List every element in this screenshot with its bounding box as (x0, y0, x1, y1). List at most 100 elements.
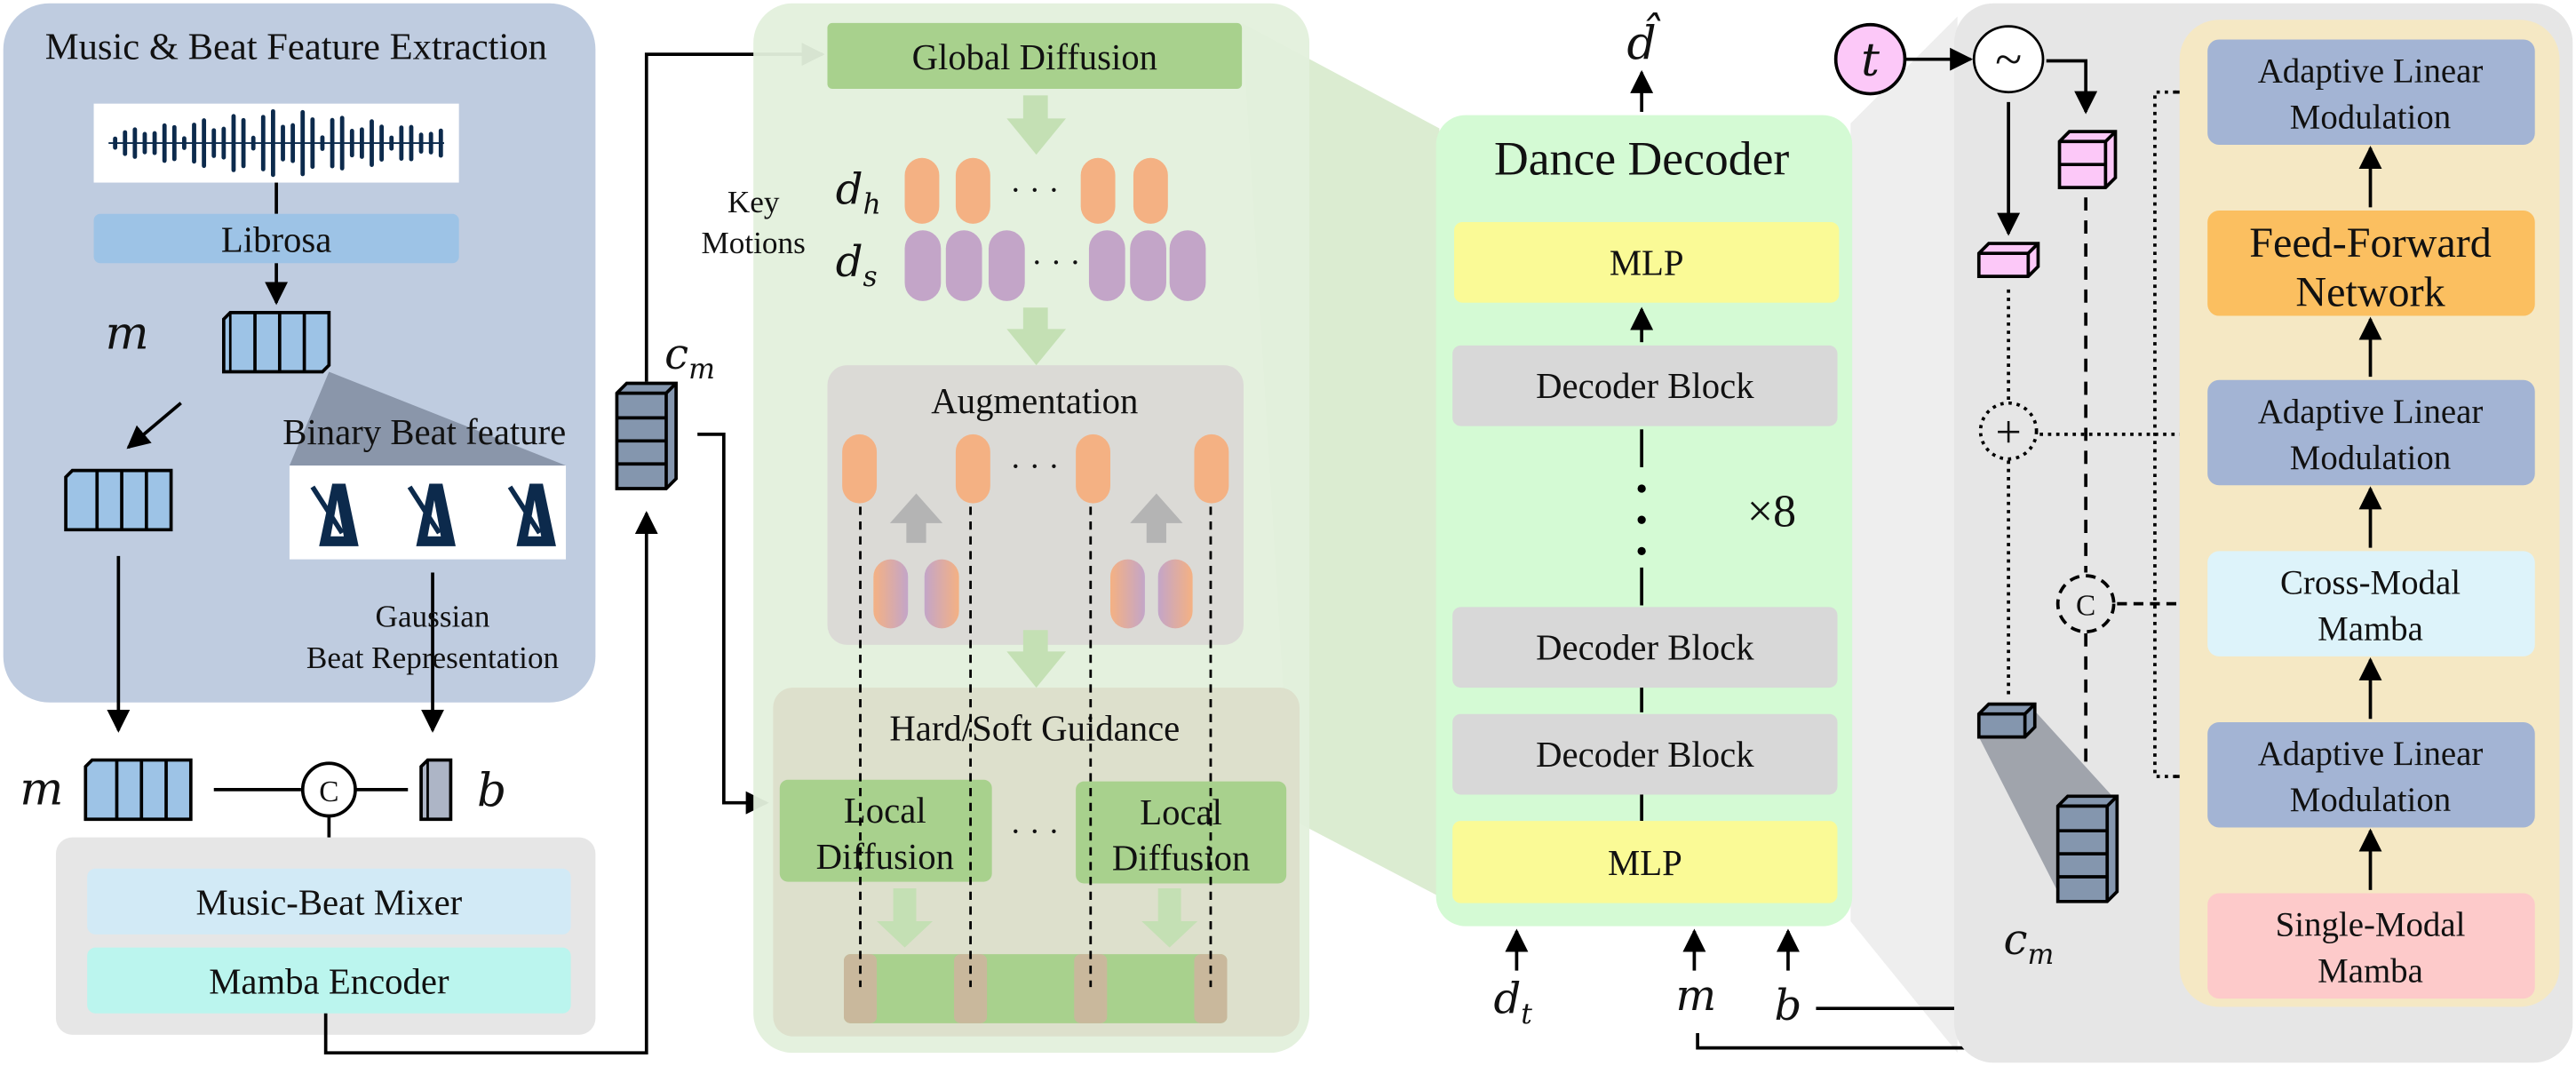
waveform-bar (399, 125, 404, 161)
waveform-bar (113, 136, 118, 150)
waveform-bar (231, 114, 236, 172)
gaussian-label-2: Beat Representation (306, 640, 560, 675)
augmented-tokens (842, 434, 1229, 629)
block-detail-panel: t ~ + C (1833, 3, 2573, 1063)
encoder-section: m C b Music-Beat Mixer Mamba Encoder (20, 511, 658, 1055)
ds-ellipsis: · · · (1031, 244, 1081, 281)
waveform-bar (300, 109, 306, 177)
soft-key-token (1130, 230, 1166, 301)
embedding-symbol: ~ (1995, 32, 2022, 87)
guidance-box (773, 688, 1300, 1037)
metronome-icon (507, 483, 556, 546)
music-feature-cube-copy-icon (64, 468, 173, 532)
layer-label: Cross-Modal (2280, 564, 2461, 602)
concat-symbol: C (319, 776, 338, 808)
mlp-bottom-box (1452, 821, 1838, 903)
decoder-block-top (1452, 345, 1838, 426)
ds-symbol: ds (836, 237, 878, 293)
beat-symbol: b (477, 764, 506, 817)
local-ellipsis: · · · (1010, 814, 1060, 850)
repeat-label: ×8 (1747, 487, 1796, 537)
waveform-bar (260, 115, 266, 171)
extraction-title: Music & Beat Feature Extraction (45, 27, 547, 68)
down-arrow-icon (1006, 307, 1066, 366)
alignment-guides (859, 506, 1212, 988)
sequence-keyframe (1074, 954, 1108, 1023)
sequence-keyframe (1194, 954, 1228, 1023)
waveform-bar (281, 124, 285, 162)
hard-key-token (955, 157, 990, 224)
mixer-box (87, 868, 571, 935)
waveform-bar (360, 127, 364, 159)
waveform-bar (192, 123, 196, 164)
dh-symbol: dh (836, 165, 881, 221)
soft-key-motions (904, 230, 1206, 301)
waveform-bar (271, 108, 275, 178)
mlp-top-label: MLP (1610, 243, 1684, 282)
metronome-icon (310, 483, 359, 546)
music-feature-cube-icon (222, 311, 331, 374)
hard-key-token (904, 157, 940, 224)
local-diffusion-box-2 (1076, 781, 1287, 884)
zoom-projection-decoder (1850, 16, 1958, 1054)
local-diffusion-1-line1: Local (844, 791, 926, 831)
waveform-bar (409, 124, 414, 162)
interpolated-token (1110, 559, 1145, 629)
condition-symbol: cm (664, 330, 715, 386)
waveform-bar (320, 135, 325, 151)
local-diffusion-box-1 (779, 779, 992, 882)
sequence-keyframes (844, 954, 1228, 1023)
waveform-bar (142, 131, 147, 155)
decoder-block-bottom (1452, 713, 1838, 795)
waveform-bar (349, 129, 354, 158)
waveform-bar (152, 131, 157, 155)
concat-node-symbol: C (2076, 590, 2095, 623)
mlp-top-box (1454, 222, 1840, 303)
librosa-label: Librosa (221, 219, 331, 259)
waveform-bar (310, 117, 315, 170)
beat-cube-icon (419, 758, 453, 822)
augmentation-label: Augmentation (931, 381, 1138, 421)
encoder-music-symbol: m (20, 763, 63, 816)
augmented-key-token (1076, 434, 1110, 504)
waveform-bar (339, 115, 345, 171)
hard-key-token (1133, 157, 1168, 224)
waveform-bar (202, 118, 207, 169)
down-arrow-icon (1006, 630, 1066, 688)
diffusion-panel: Global Diffusion Key Motions dh ds · · ·… (702, 3, 1310, 1054)
output-symbol: d̂ (1627, 12, 1662, 70)
decoder-block-bottom-label: Decoder Block (1536, 735, 1754, 775)
aug-ellipsis: · · · (1010, 449, 1060, 485)
layer-label: Adaptive Linear (2258, 52, 2484, 91)
soft-key-token (988, 230, 1025, 301)
up-arrow-icon (889, 493, 943, 544)
soft-key-token (904, 230, 942, 301)
time-embedding-1-cube-icon (1976, 242, 2040, 278)
mamba-encoder-label: Mamba Encoder (209, 962, 449, 1002)
hard-key-motions (904, 157, 1168, 224)
soft-key-token (1088, 230, 1125, 301)
concat-node (2055, 574, 2116, 633)
decoder-block-mid (1452, 607, 1838, 688)
encoder-music-cube-icon (83, 758, 193, 822)
layer-label: Adaptive Linear (2258, 735, 2484, 773)
layer-label: Modulation (2290, 439, 2451, 477)
hard-key-token (1080, 157, 1116, 224)
soft-key-token (945, 230, 982, 301)
condition-cube: cm (615, 43, 825, 815)
beat-zoom-projection (289, 371, 567, 466)
sequence-keyframe (954, 954, 988, 1023)
waveform-bar (123, 130, 128, 156)
condition-slice-cube-icon (1976, 702, 2037, 739)
up-arrow-icon (1130, 493, 1183, 544)
waveform-bar (162, 123, 167, 163)
global-diffusion-box (827, 22, 1243, 89)
metronome-icon (407, 483, 456, 546)
librosa-box (93, 213, 459, 264)
decoder-block-top-label: Decoder Block (1536, 366, 1754, 406)
waveform-bar (438, 128, 443, 158)
decoder-panel: d̂ Dance Decoder MLP Decoder Block ×8 De… (1435, 12, 2098, 1050)
interpolated-token (873, 559, 909, 629)
